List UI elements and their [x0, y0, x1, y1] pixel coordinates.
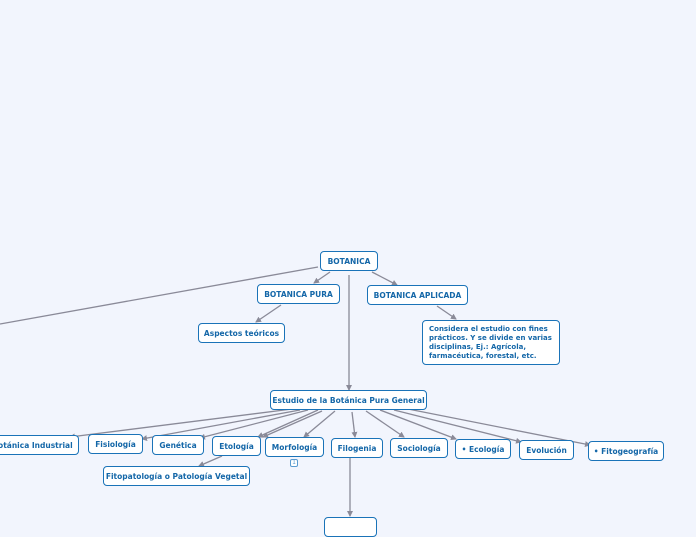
morfologia-collapsed-count-badge[interactable]: 1 — [290, 459, 298, 467]
node-filogenia[interactable]: Filogenia — [331, 438, 383, 458]
node-etologia[interactable]: Etología — [212, 436, 261, 456]
connector-etologia-fitopatologia — [198, 455, 223, 467]
node-botanica-aplicada[interactable]: BOTANICA APLICADA — [367, 285, 468, 305]
node-genetica[interactable]: Genética — [152, 435, 204, 455]
connector-root-left-offscreen — [0, 266, 319, 325]
node-bottom-partial[interactable] — [324, 517, 377, 537]
connector-estudio-fitogeografia — [407, 408, 591, 447]
node-aspectos-teoricos[interactable]: Aspectos teóricos — [198, 323, 285, 343]
connector-layer — [0, 266, 591, 517]
connector-estudio-evolucion — [393, 409, 522, 444]
connector-estudio-morfologia-b — [303, 410, 336, 438]
connector-aplicada-desc — [436, 305, 457, 320]
node-botanica-industrial[interactable]: Botánica Industrial — [0, 435, 79, 455]
node-sociologia[interactable]: Sociología — [390, 438, 448, 458]
connector-root-aplicada — [371, 271, 398, 286]
connector-estudio-ecologia — [379, 409, 457, 441]
connector-estudio-fisiologia — [141, 409, 301, 442]
connector-estudio-filogenia — [351, 411, 358, 438]
node-fisiologia[interactable]: Fisiología — [88, 434, 143, 454]
connector-estudio-industrial — [69, 408, 293, 440]
connector-root-pura — [313, 271, 331, 284]
node-botanica-pura[interactable]: BOTANICA PURA — [257, 284, 340, 304]
connector-pura-aspectos — [255, 304, 282, 323]
connector-estudio-genetica — [199, 409, 309, 440]
node-aplicada-description[interactable]: Considera el estudio con fines prácticos… — [422, 320, 560, 365]
node-ecologia[interactable]: • Ecología — [455, 439, 511, 459]
node-botanica-root[interactable]: BOTANICA — [320, 251, 378, 271]
connector-estudio-morfologia-a — [262, 410, 323, 438]
node-estudio-botanica-pura-general[interactable]: Estudio de la Botánica Pura General — [270, 390, 427, 410]
node-evolucion[interactable]: Evolución — [519, 440, 574, 460]
node-fitogeografia[interactable]: • Fitogeografía — [588, 441, 664, 461]
node-morfologia[interactable]: Morfología — [265, 437, 324, 457]
node-fitopatologia[interactable]: Fitopatología o Patología Vegetal — [103, 466, 250, 486]
connector-estudio-sociologia — [365, 410, 405, 438]
